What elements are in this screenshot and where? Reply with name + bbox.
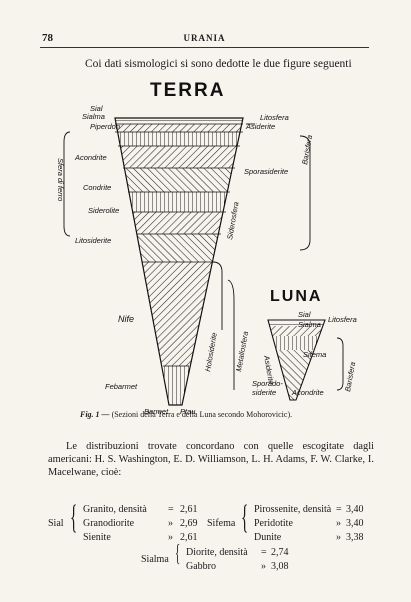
earth-band-piperdon — [115, 124, 243, 132]
earth-label-litosiderite: Litosiderite — [75, 236, 111, 245]
running-header: 78 URANIA — [40, 31, 369, 48]
earth-band-acondrite — [115, 146, 243, 168]
moon-label-acondrite: Acondrite — [291, 388, 324, 397]
earth-title: TERRA — [150, 80, 225, 101]
sialma-brace: { — [175, 541, 181, 567]
moon-label-sialma: Sialma — [298, 320, 321, 329]
earth-bracket-metallo — [227, 279, 235, 390]
moon-label-litosfera: Litosfera — [328, 315, 357, 324]
earth-label-asiderite: Asiderite — [245, 122, 275, 131]
page-number: 78 — [42, 32, 53, 44]
moon-band-crust — [268, 320, 325, 326]
earth-label-condrite: Condrite — [83, 183, 111, 192]
earth-label-sporasiderite: Sporasiderite — [244, 167, 288, 176]
sial-row-2-value: 2,69 — [180, 518, 198, 529]
sifema-row-3-name: Dunite — [254, 532, 282, 543]
earth-label-febarmet: Febarmet — [105, 382, 138, 391]
sifema-row-2-name: Peridotite — [254, 518, 293, 529]
moon-title: LUNA — [270, 288, 322, 305]
moon-label-sial: Sial — [298, 310, 311, 319]
earth-band-crust — [115, 118, 243, 124]
earth-band-asiderite — [115, 132, 243, 146]
intro-line: Coi dati sismologici si sono dedotte le … — [85, 58, 352, 70]
sialma-row-2-name: Gabbro — [186, 561, 216, 572]
sial-row-3-value: 2,61 — [180, 532, 198, 543]
sialma-row-2-value: 3,08 — [271, 561, 289, 572]
moon-brackets — [336, 337, 344, 391]
earth-label-siderolite: Siderolite — [88, 206, 119, 215]
earth-label-sial: Sial — [90, 104, 103, 113]
sifema-brace: { — [241, 499, 249, 536]
moon-outline — [267, 319, 326, 401]
earth-brackets — [63, 123, 311, 390]
sifema-row-1-name: Pirossenite, densità — [254, 504, 332, 515]
sifema-row-2-value: 3,40 — [346, 518, 364, 529]
earth-label-acondrite: Acondrite — [74, 153, 107, 162]
caption-text: (Sezioni della Terra e della Luna second… — [111, 410, 293, 419]
sial-row-1-op: = — [168, 504, 174, 515]
earth-bracket-left — [63, 131, 71, 237]
sial-row-1-value: 2,61 — [180, 504, 198, 515]
moon-band-sifema — [268, 336, 325, 350]
moon-label-sporadosiderite: Sporado-siderite — [252, 379, 283, 397]
figure-caption: Fig. 1 — (Sezioni della Terra e della Lu… — [80, 410, 292, 419]
sial-row-3-name: Sienite — [83, 532, 111, 543]
earth-label-ptau: Ptau — [180, 407, 196, 416]
sial-row-2-name: Granodiorite — [83, 518, 135, 529]
earth-label-litosfera: Litosfera — [260, 113, 289, 122]
earth-label-barmet: Barmet — [144, 407, 169, 416]
earth-outline — [114, 117, 244, 406]
earth-label-sialma: Sialma — [82, 112, 105, 121]
moon-label-barisfera: Barisfera — [343, 361, 357, 392]
earth-label-holosiderite: Holosiderite — [203, 332, 219, 373]
sial-row-3-op: » — [168, 532, 173, 543]
sialma-label: Sialma — [141, 554, 169, 565]
earth-band-condrite — [115, 168, 243, 192]
earth-label-siderosfera: Siderosfera — [225, 201, 241, 240]
sifema-row-3-value: 3,38 — [346, 532, 364, 543]
moon-band-asiderite — [268, 326, 325, 336]
sial-label: Sial — [48, 518, 64, 529]
moon-label-sifema: Sifema — [303, 350, 326, 359]
moon-bracket-right — [336, 337, 344, 391]
earth-label-piperdon: Piperdon — [90, 122, 120, 131]
sifema-row-2-op: » — [336, 518, 341, 529]
body-paragraph: Le distribuzioni trovate concordano con … — [48, 441, 374, 479]
earth-band-siderosfera — [115, 234, 243, 262]
earth-band-siderolite — [115, 192, 243, 212]
earth-band-lines — [115, 123, 243, 367]
sialma-row-1-value: 2,74 — [271, 547, 289, 558]
caption-prefix: Fig. 1 — — [80, 410, 110, 419]
earth-bracket-nife — [212, 261, 223, 330]
earth-label-barisfera: Barisfera — [300, 134, 314, 165]
earth-band-litosiderite — [115, 212, 243, 234]
sialma-row-2-op: » — [261, 561, 266, 572]
sifema-label: Sifema — [207, 518, 236, 529]
earth-bracket-right — [299, 135, 311, 251]
sifema-row-1-value: 3,40 — [346, 504, 364, 515]
earth-label-nife: Nife — [118, 314, 134, 324]
earth-label-sfera-di-ferro: Sfera di ferro — [56, 158, 65, 201]
sifema-row-3-op: » — [336, 532, 341, 543]
sialma-row-1-op: = — [261, 547, 267, 558]
sial-brace: { — [70, 499, 78, 536]
sial-row-2-op: » — [168, 518, 173, 529]
journal-title: URANIA — [183, 33, 226, 43]
earth-label-metallosfera: Metallosfera — [234, 331, 250, 373]
sial-row-1-name: Granito, densità — [83, 504, 147, 515]
sialma-row-1-name: Diorite, densità — [186, 547, 248, 558]
sifema-row-1-op: = — [336, 504, 342, 515]
